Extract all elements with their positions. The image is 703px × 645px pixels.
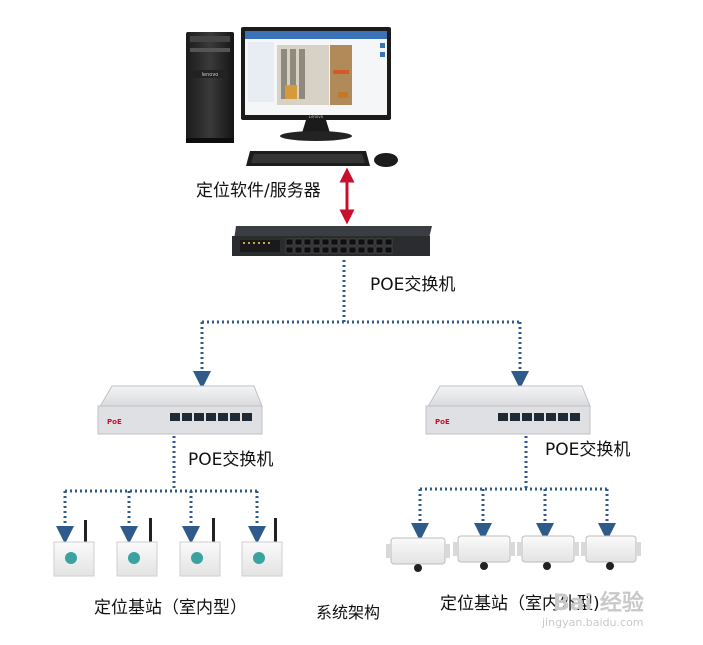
- left-poe-switch: PoE: [97, 385, 263, 435]
- right-switch-label: POE交换机: [545, 440, 631, 460]
- watermark-url: jingyan.baidu.com: [542, 616, 644, 629]
- server-tower: lenovo: [186, 32, 234, 143]
- left-switch-label: POE交换机: [188, 450, 274, 470]
- outdoor-station-1: [386, 537, 450, 572]
- server-label: 定位软件/服务器: [196, 181, 321, 201]
- indoor-stations-label: 定位基站（室内型）: [94, 598, 247, 618]
- indoor-station-1: [53, 520, 95, 577]
- mouse: [374, 153, 398, 167]
- outdoor-station-2: [453, 535, 515, 570]
- outdoor-stations-label: 定位基站（室内外型): [440, 594, 600, 614]
- monitor-brand-text: Lenovo: [309, 114, 324, 119]
- outdoor-station-3: [517, 535, 579, 570]
- core-poe-switch: [232, 226, 432, 256]
- indoor-station-2: [116, 518, 158, 577]
- indoor-station-3: [179, 518, 221, 577]
- diagram-caption: 系统架构: [316, 603, 381, 622]
- core-switch-label: POE交换机: [370, 275, 456, 295]
- tower-brand-text: lenovo: [202, 72, 219, 78]
- right-switch-brand-text: PoE: [435, 418, 450, 426]
- server-monitor: Lenovo: [241, 27, 391, 141]
- watermark-brand: Bai 经验: [553, 591, 644, 616]
- left-switch-brand-text: PoE: [107, 418, 122, 426]
- outdoor-station-4: [581, 535, 641, 570]
- right-poe-switch: PoE: [425, 385, 591, 435]
- keyboard: [246, 151, 370, 166]
- outdoor-station-links: [411, 436, 616, 541]
- indoor-station-4: [241, 518, 283, 577]
- indoor-station-links: [56, 436, 266, 544]
- core-distribution-links: [193, 260, 529, 389]
